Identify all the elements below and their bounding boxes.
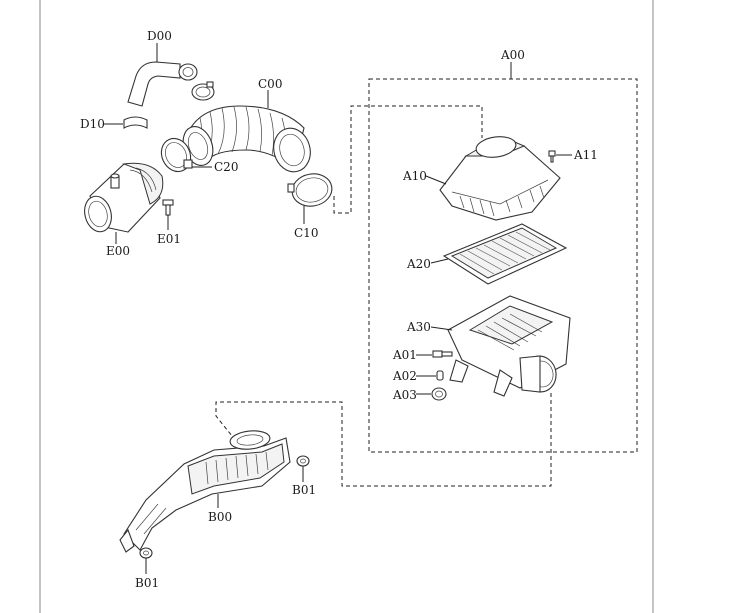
label-c10: C10: [294, 226, 318, 240]
label-e00: E00: [106, 244, 130, 258]
part-a10-cover[interactable]: [439, 134, 561, 221]
part-c20-clamp[interactable]: [156, 134, 196, 177]
label-a00: A00: [500, 48, 525, 62]
label-d10: D10: [80, 117, 105, 131]
group-a00-box: [368, 78, 638, 453]
leader-a20: [430, 258, 449, 264]
part-c00-hose[interactable]: [178, 105, 315, 176]
part-d00-clamp[interactable]: [191, 81, 215, 101]
part-e01-screw[interactable]: [162, 199, 174, 216]
label-a10: A10: [402, 169, 427, 183]
label-a20: A20: [406, 257, 431, 271]
label-b00: B00: [208, 510, 232, 524]
part-a03-grommet[interactable]: [431, 387, 447, 401]
part-b01-screw-right[interactable]: [296, 455, 310, 467]
part-a20-filter[interactable]: [442, 223, 568, 285]
connector-c00-a10: [333, 105, 483, 214]
label-b01-bottom: B01: [135, 576, 159, 590]
connector-a30-b00: [215, 393, 552, 487]
part-d10-clip[interactable]: [123, 116, 148, 129]
label-a11: A11: [573, 148, 598, 162]
leader-a10: [425, 175, 447, 185]
label-a30: A30: [406, 320, 431, 334]
part-c10-clamp[interactable]: [287, 171, 334, 209]
part-e00-sensor[interactable]: [81, 162, 164, 235]
label-a01: A01: [392, 348, 417, 362]
part-d00-duct[interactable]: [127, 61, 198, 107]
part-b00-duct[interactable]: [119, 429, 291, 553]
leader-a30: [430, 326, 453, 331]
label-c20: C20: [214, 160, 238, 174]
label-c00: C00: [258, 77, 282, 91]
part-b01-screw-bottom[interactable]: [139, 547, 153, 559]
part-a30-housing[interactable]: [447, 295, 571, 397]
part-a11-bolt[interactable]: [548, 150, 556, 163]
label-a03: A03: [392, 388, 417, 402]
label-b01-right: B01: [292, 483, 316, 497]
label-e01: E01: [157, 232, 181, 246]
part-a01-bolt[interactable]: [432, 350, 453, 358]
label-a02: A02: [392, 369, 417, 383]
part-a02-bushing[interactable]: [436, 370, 444, 381]
label-d00: D00: [147, 29, 172, 43]
